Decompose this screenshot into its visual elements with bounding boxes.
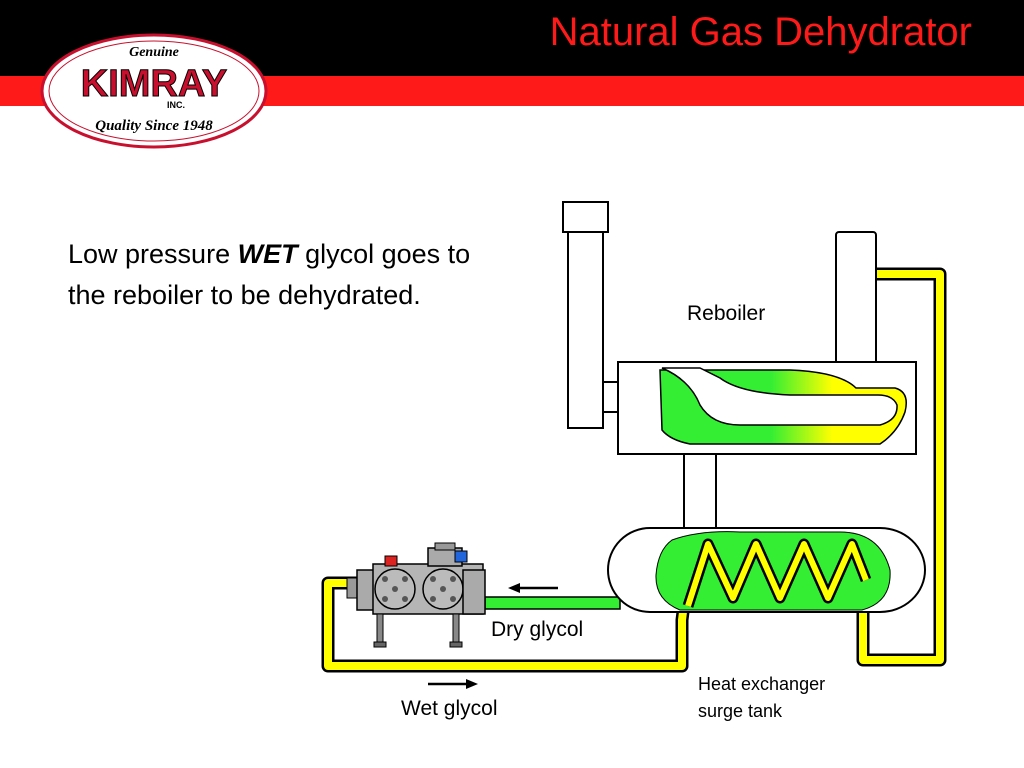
- reboiler-vessel: [617, 361, 917, 455]
- surge-tank: [607, 527, 926, 613]
- description-wet-emphasis: WET: [237, 239, 298, 269]
- dry-glycol-label: Dry glycol: [491, 618, 584, 641]
- glycol-pump: [346, 542, 486, 648]
- svg-text:Quality Since 1948: Quality Since 1948: [95, 118, 213, 134]
- description-pre: Low pressure: [68, 239, 238, 269]
- reboiler-label: Reboiler: [687, 302, 766, 325]
- dry-glycol-arrow: [508, 583, 558, 593]
- heat-exchanger-label-line2: surge tank: [698, 701, 783, 721]
- dry-glycol-pipe: [484, 596, 621, 610]
- wet-glycol-arrow: [428, 679, 478, 689]
- wet-glycol-label: Wet glycol: [401, 697, 498, 720]
- reboiler-downcomer: [683, 453, 717, 530]
- svg-text:Genuine: Genuine: [129, 45, 179, 60]
- reboiler-stack: [562, 201, 621, 429]
- svg-text:INC.: INC.: [167, 100, 185, 110]
- still-column: [835, 231, 877, 368]
- description-post: glycol goes to the reboiler to be dehydr…: [68, 239, 471, 310]
- kimray-logo: Genuine KIMRAY INC. Quality Since 1948: [40, 33, 268, 149]
- page-title: Natural Gas Dehydrator: [549, 10, 972, 54]
- description-text: Low pressure WET glycol goes to the rebo…: [68, 234, 488, 316]
- svg-text:KIMRAY: KIMRAY: [81, 63, 227, 105]
- heat-exchanger-label-line1: Heat exchanger: [698, 674, 826, 694]
